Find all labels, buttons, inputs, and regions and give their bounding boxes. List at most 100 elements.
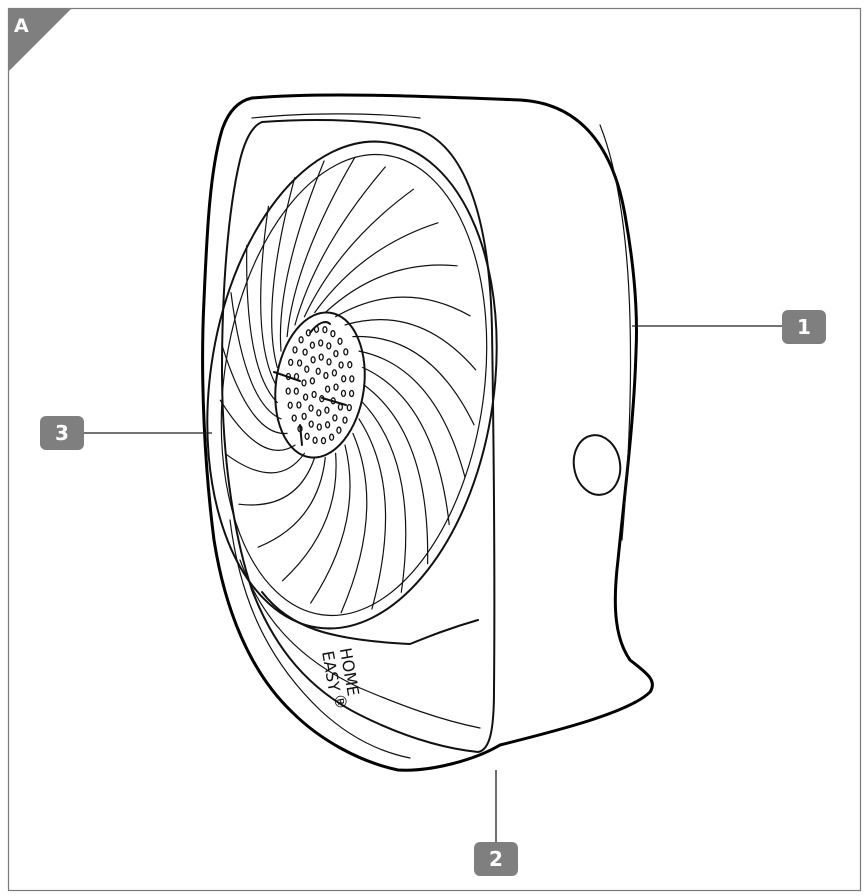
hub-hole bbox=[333, 349, 339, 358]
brand-mark: ® bbox=[330, 692, 351, 711]
hub-hole bbox=[332, 414, 338, 422]
hub-hole bbox=[293, 387, 299, 395]
hub-hole bbox=[318, 339, 324, 347]
callout-3: 3 bbox=[40, 416, 212, 450]
hub-hole bbox=[349, 375, 355, 383]
housing-top-inner bbox=[251, 113, 421, 119]
blade-line bbox=[340, 432, 368, 614]
hub-hole bbox=[318, 353, 324, 361]
hub-hole bbox=[309, 341, 316, 349]
hub-hole bbox=[301, 412, 307, 421]
blade-line bbox=[225, 452, 305, 474]
hub-spoke-left bbox=[273, 371, 301, 382]
blade-line bbox=[221, 344, 288, 435]
hub-vent-holes bbox=[285, 325, 355, 445]
hub-hole bbox=[302, 348, 308, 356]
hub-hole bbox=[315, 367, 321, 375]
hub-hole bbox=[337, 337, 343, 345]
hub-hole bbox=[311, 390, 317, 399]
blade-line bbox=[362, 401, 407, 593]
callout-1-badge bbox=[782, 310, 826, 344]
blade-line bbox=[358, 418, 387, 610]
fan-blades bbox=[219, 156, 477, 614]
blade-line bbox=[363, 384, 429, 565]
blade-line bbox=[335, 296, 471, 318]
base-contour bbox=[261, 591, 479, 645]
hub-hole bbox=[320, 437, 327, 445]
hub-hole bbox=[338, 361, 344, 369]
hub-hole bbox=[336, 426, 342, 434]
hub-hole bbox=[341, 375, 347, 383]
blade-line bbox=[294, 166, 386, 326]
hub-hole bbox=[333, 383, 339, 391]
blade-line bbox=[310, 444, 351, 604]
hub-hole bbox=[304, 432, 310, 440]
blade-line bbox=[246, 244, 278, 404]
blade-line bbox=[257, 456, 326, 548]
hub-hole bbox=[312, 436, 318, 444]
hub-hole bbox=[292, 346, 298, 354]
callout-3-label: 3 bbox=[55, 421, 69, 445]
power-knob bbox=[572, 434, 622, 496]
figure-label-tab: A bbox=[8, 8, 72, 72]
figure-label: A bbox=[14, 15, 29, 37]
fan-hub bbox=[274, 311, 366, 459]
hub-hole bbox=[304, 365, 310, 373]
hub-hole bbox=[324, 421, 331, 429]
hub-hole bbox=[298, 336, 304, 344]
hub-hole bbox=[324, 385, 331, 393]
blade-line bbox=[358, 350, 466, 478]
base-inner-contour bbox=[239, 559, 481, 729]
front-bezel bbox=[221, 119, 496, 753]
hub-hole bbox=[326, 358, 332, 366]
fan-illustration: EASY HOME ® bbox=[201, 93, 654, 772]
hub-hole bbox=[296, 359, 303, 367]
blade-line bbox=[281, 452, 337, 582]
hub-spoke-bottom bbox=[299, 424, 303, 446]
hub-hole bbox=[323, 371, 329, 380]
hub-hole bbox=[301, 379, 307, 387]
hub-hole bbox=[308, 420, 314, 428]
blade-line bbox=[260, 205, 277, 386]
blade-ring-outer bbox=[206, 140, 498, 630]
figure-frame bbox=[7, 7, 862, 892]
hub-hole bbox=[316, 423, 322, 431]
hub-hole bbox=[310, 356, 316, 364]
hub-hole bbox=[287, 401, 293, 409]
hub-hole bbox=[326, 342, 332, 350]
fan-housing-outline bbox=[201, 93, 654, 772]
blade-line bbox=[314, 222, 439, 314]
hub-spoke-right bbox=[321, 397, 347, 406]
blade-ring-inner bbox=[220, 153, 488, 617]
hub-hole bbox=[337, 403, 344, 411]
hub-hole bbox=[324, 406, 330, 414]
callout-2-label: 2 bbox=[489, 847, 503, 871]
blade-line bbox=[219, 399, 296, 451]
hub-hole bbox=[342, 416, 348, 424]
hub-hole bbox=[347, 361, 353, 369]
hub-hole bbox=[288, 358, 294, 367]
callout-2: 2 bbox=[474, 770, 518, 876]
callout-2-badge bbox=[474, 842, 518, 876]
hub-hole bbox=[331, 369, 338, 377]
blade-line bbox=[324, 264, 458, 314]
hub-hole bbox=[285, 387, 291, 395]
hub-hole bbox=[302, 393, 309, 401]
blade-line bbox=[238, 456, 316, 506]
brand-logo: EASY HOME ® bbox=[318, 646, 363, 711]
blade-line bbox=[362, 366, 450, 526]
blade-line bbox=[230, 292, 282, 420]
base-front-edge bbox=[229, 519, 411, 759]
hub-hole bbox=[330, 330, 336, 338]
callout-3-badge bbox=[40, 416, 84, 450]
blade-line bbox=[303, 188, 415, 318]
hub-hole bbox=[309, 377, 316, 385]
blade-line bbox=[352, 335, 475, 426]
callout-1-label: 1 bbox=[797, 315, 811, 339]
hub-hole bbox=[346, 403, 352, 412]
hub-hole bbox=[316, 409, 322, 417]
hub-hole bbox=[308, 404, 314, 412]
hub-hole bbox=[348, 389, 355, 398]
blade-line bbox=[286, 156, 356, 338]
